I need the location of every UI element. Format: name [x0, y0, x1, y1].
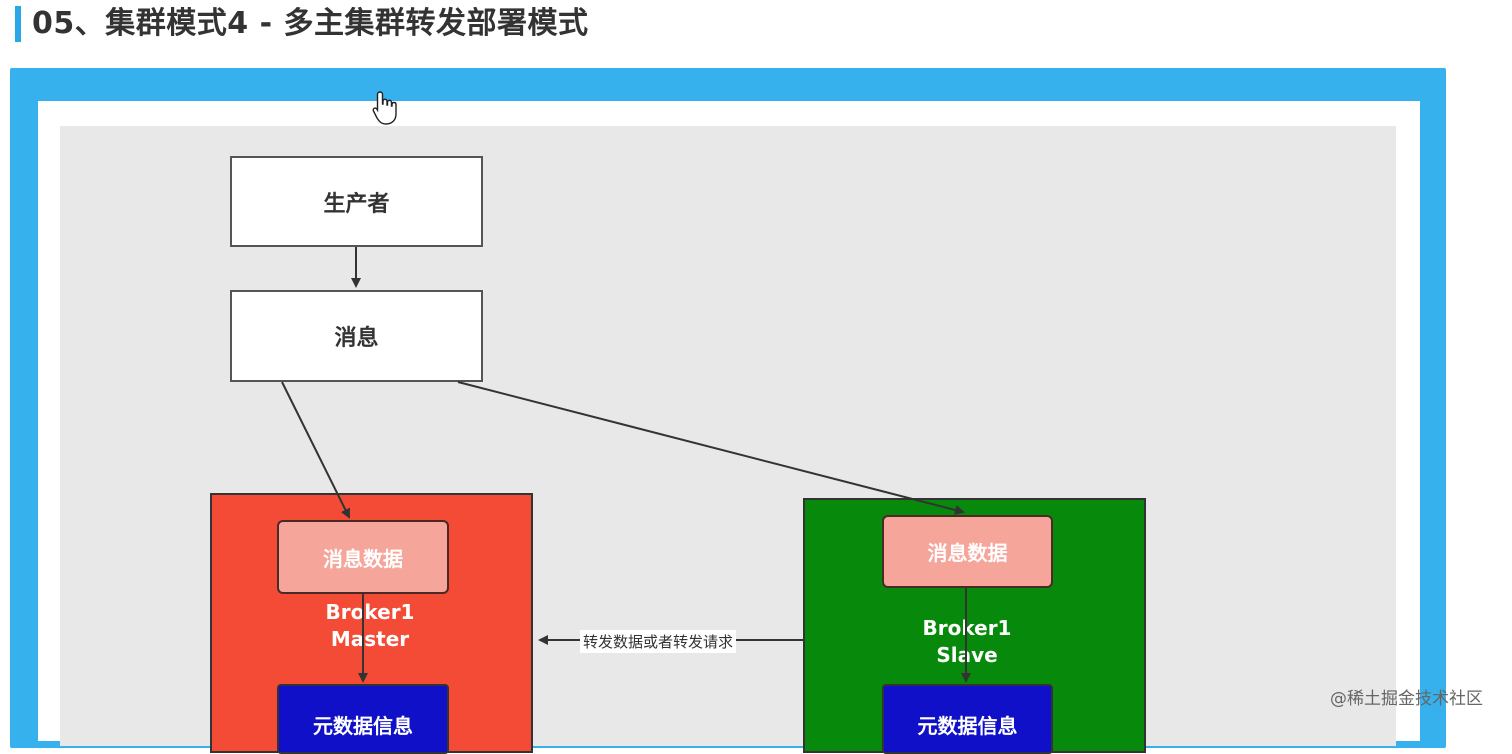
message-node: 消息 — [230, 290, 483, 382]
master-broker-role: Master — [330, 627, 410, 651]
slave-data-label: 消息数据 — [927, 541, 1008, 565]
forward-edge-label: 转发数据或者转发请求 — [580, 630, 737, 653]
master-data-label: 消息数据 — [323, 546, 403, 571]
slave-meta-node: 元数据信息 — [882, 684, 1053, 754]
master-data-node: 消息数据 — [277, 520, 449, 594]
master-broker-name: Broker1 — [325, 600, 415, 624]
slave-broker-name: Broker1 — [922, 616, 1012, 640]
master-broker-label: Broker1 Master — [300, 599, 440, 653]
slave-data-node: 消息数据 — [882, 515, 1053, 588]
producer-label: 生产者 — [323, 191, 390, 217]
slave-broker-role: Slave — [936, 643, 998, 667]
master-meta-node: 元数据信息 — [277, 684, 449, 754]
producer-node: 生产者 — [230, 156, 483, 247]
page-title: 05、集群模式4 - 多主集群转发部署模式 — [32, 6, 589, 41]
watermark: @稀土掘金技术社区 — [1330, 689, 1483, 709]
message-label: 消息 — [334, 326, 379, 351]
slave-broker-label: Broker1 Slave — [897, 615, 1037, 669]
hand-cursor-icon — [372, 91, 397, 125]
heading-accent-bar — [15, 6, 21, 42]
